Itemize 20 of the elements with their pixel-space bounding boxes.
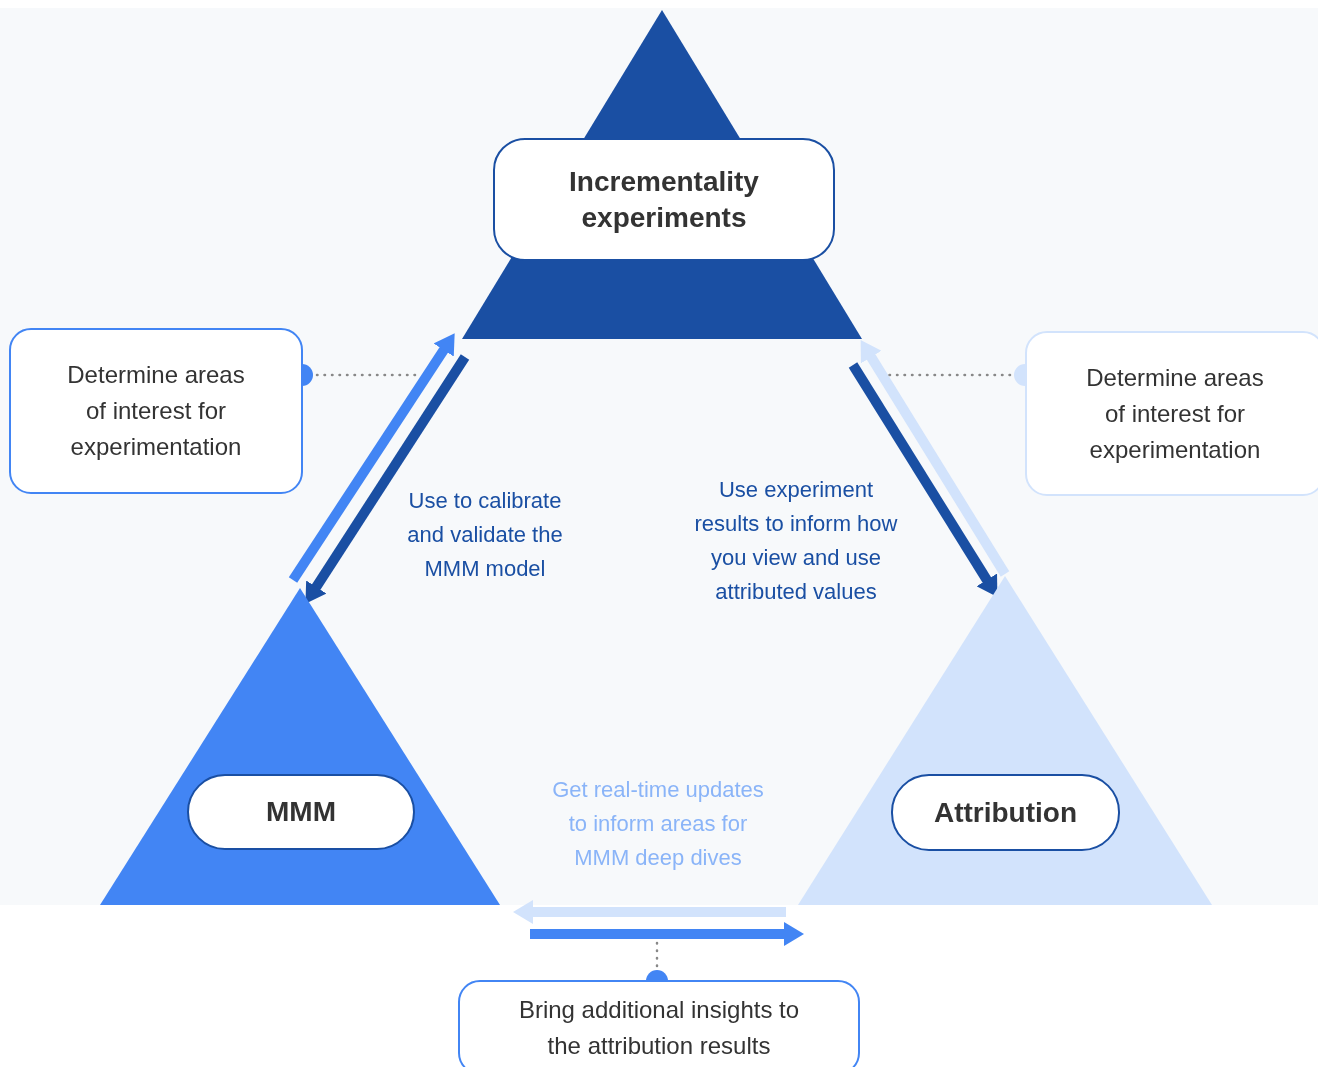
label-pill: MMM (187, 774, 415, 850)
arrow (848, 362, 998, 597)
arrow (513, 900, 786, 924)
callout-box (9, 328, 303, 494)
arrow (305, 354, 470, 604)
label-pill: Incrementality experiments (493, 138, 835, 261)
edge-label: Use experiment results to inform how you view and use attributed values (693, 476, 899, 606)
arrow (530, 922, 804, 946)
edge-label: Get real-time updates to inform areas for MMM deep dives (551, 776, 765, 872)
callout-box (1025, 331, 1318, 496)
label-pill: Attribution (891, 774, 1120, 851)
callout-text: Bring additional insights to the attribution results (517, 994, 801, 1061)
callout-text: Determine areas of interest for experimentation (1085, 362, 1265, 465)
triangle-shape (462, 10, 862, 339)
arrow (860, 340, 1010, 577)
callout-text: Determine areas of interest for experimentation (66, 360, 246, 462)
edge-label: Use to calibrate and validate the MMM model (406, 487, 564, 583)
triangle-shape (100, 588, 500, 905)
arrow (288, 333, 455, 583)
callout-box (458, 980, 860, 1067)
